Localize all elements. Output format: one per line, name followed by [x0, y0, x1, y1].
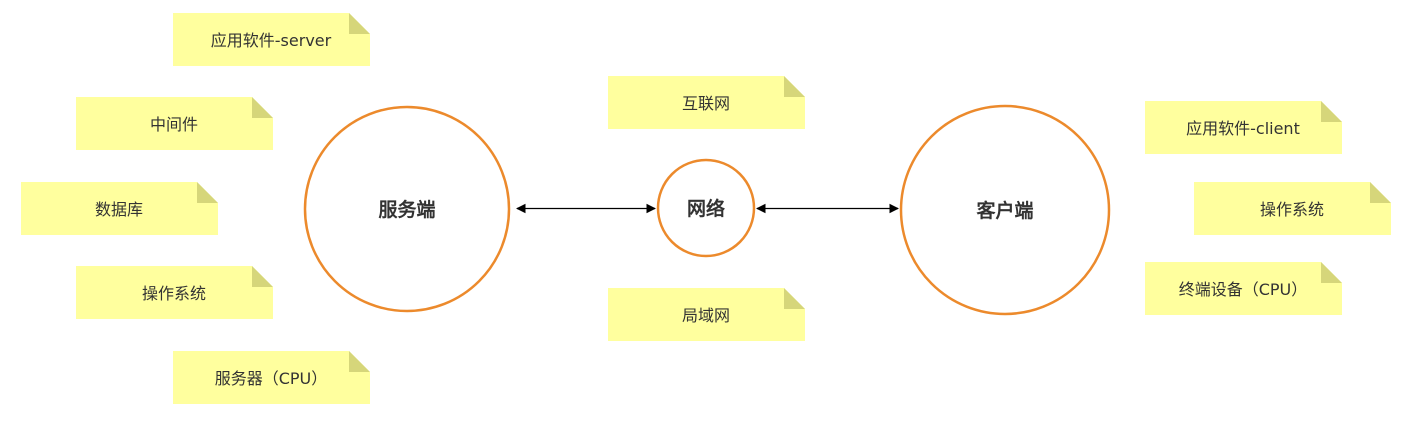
network-label: 网络 [687, 197, 725, 220]
note-fold [1370, 182, 1391, 203]
note-label: 中间件 [150, 115, 198, 134]
client-note-os: 操作系统 [1194, 182, 1391, 235]
server-note-hardware: 服务器（CPU） [173, 351, 370, 404]
note-fold [349, 13, 370, 34]
note-body [608, 288, 805, 341]
client-label: 客户端 [976, 199, 1033, 222]
note-body [76, 97, 273, 150]
note-body [173, 351, 370, 404]
note-body [76, 266, 273, 319]
client-circle [899, 104, 1111, 316]
note-body [1145, 101, 1342, 154]
network-note-lan: 局域网 [608, 288, 805, 341]
note-body [1145, 262, 1342, 315]
note-label: 数据库 [95, 200, 143, 219]
note-fold [349, 351, 370, 372]
note-fold [1321, 101, 1342, 122]
client-node: 客户端 [899, 104, 1111, 316]
server-note-middleware: 中间件 [76, 97, 273, 150]
note-label: 操作系统 [1260, 200, 1324, 219]
note-fold [1321, 262, 1342, 283]
note-fold [784, 76, 805, 97]
note-label: 局域网 [682, 306, 730, 325]
server-note-database: 数据库 [21, 182, 218, 235]
note-label: 应用软件-client [1186, 119, 1300, 138]
note-body [1194, 182, 1391, 235]
client-note-app-software: 应用软件-client [1145, 101, 1342, 154]
server-label: 服务端 [378, 198, 435, 221]
note-fold [197, 182, 218, 203]
note-body [173, 13, 370, 66]
note-fold [252, 266, 273, 287]
note-fold [784, 288, 805, 309]
note-fold [252, 97, 273, 118]
note-label: 服务器（CPU） [215, 369, 328, 388]
client-note-device: 终端设备（CPU） [1145, 262, 1342, 315]
network-circle [656, 158, 756, 258]
server-note-app-software: 应用软件-server [173, 13, 370, 66]
note-body [608, 76, 805, 129]
note-label: 互联网 [682, 94, 730, 113]
note-body [21, 182, 218, 235]
note-label: 操作系统 [142, 284, 206, 303]
note-label: 终端设备（CPU） [1179, 280, 1308, 299]
network-note-internet: 互联网 [608, 76, 805, 129]
note-label: 应用软件-server [211, 31, 332, 50]
network-node: 网络 [656, 158, 756, 258]
server-circle [303, 105, 511, 313]
server-node: 服务端 [303, 105, 511, 313]
server-note-os: 操作系统 [76, 266, 273, 319]
